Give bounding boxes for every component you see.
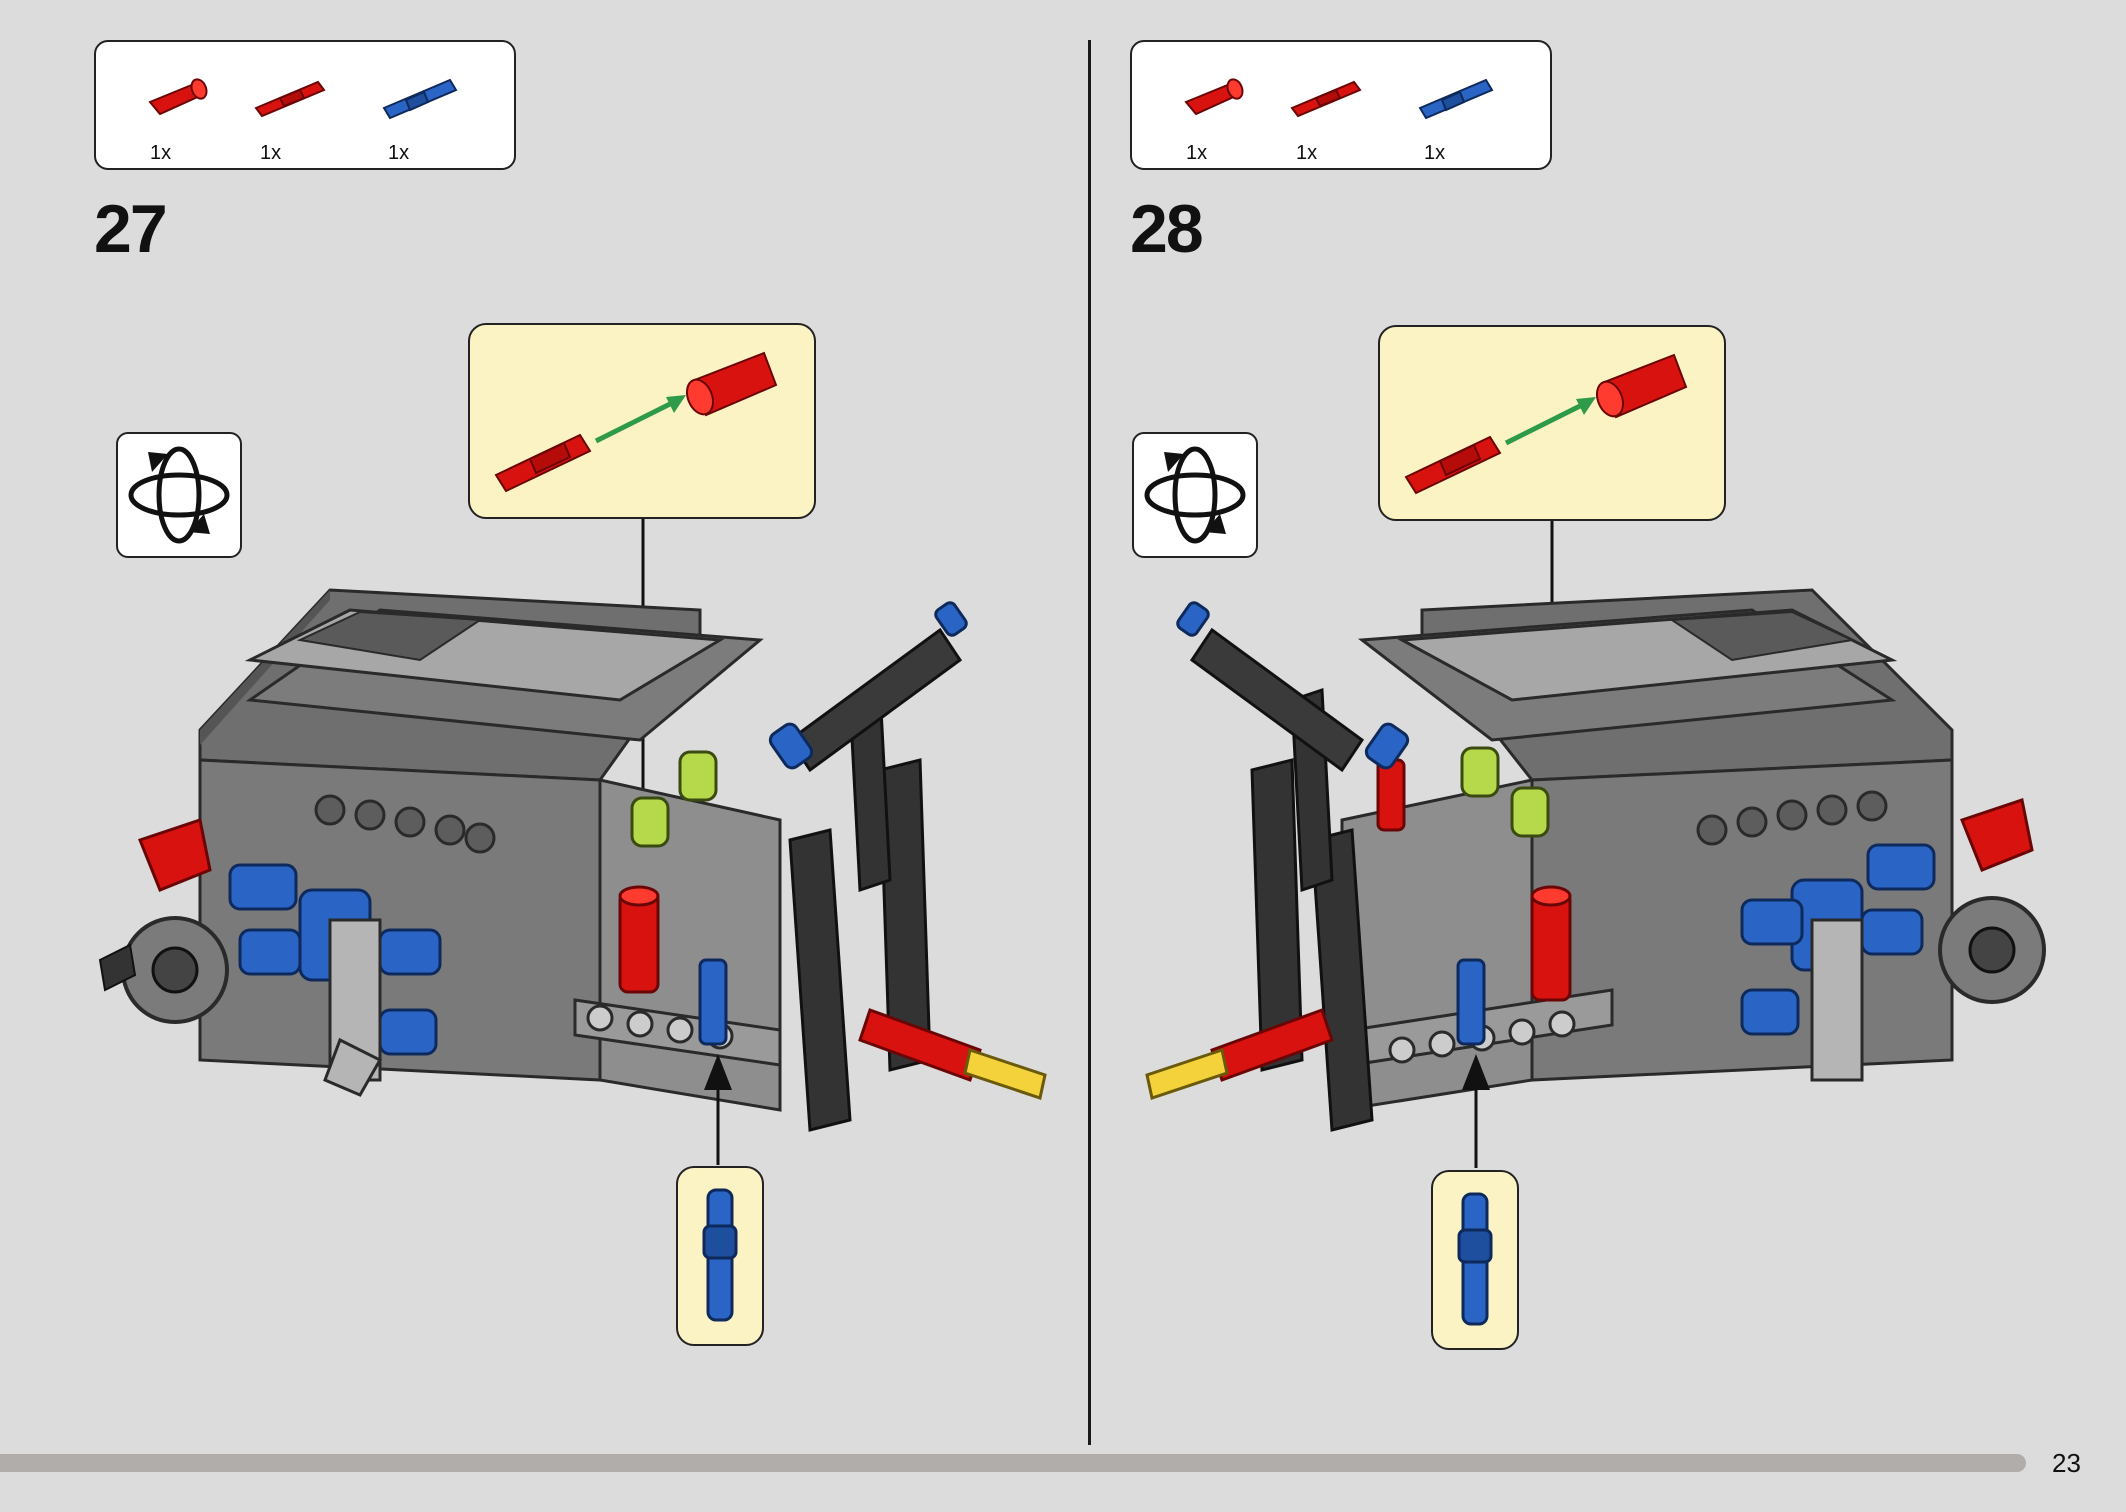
parts-list-step-27: 1x 1x 1x (94, 40, 516, 170)
sub-assembly-callout (1378, 325, 1726, 521)
progress-bar (0, 1454, 2026, 1472)
part-qty: 1x (1296, 142, 1318, 164)
part-red-axle-pin: 1x (1288, 64, 1378, 164)
rotate-icon (128, 446, 230, 544)
page-divider (1088, 40, 1091, 1445)
part-qty: 1x (1424, 142, 1446, 164)
part-callout-blue-pin (1431, 1170, 1519, 1350)
part-red-axle-pin: 1x (252, 64, 342, 164)
model-assembly-step-28 (1145, 521, 2046, 1168)
part-qty: 1x (388, 142, 410, 164)
blue-friction-pin-icon (1457, 1192, 1493, 1326)
parts-list-step-28: 1x 1x 1x (1130, 40, 1552, 170)
part-blue-friction-pin: 1x (1416, 64, 1506, 164)
pin-into-connector-diagram (494, 351, 778, 493)
pin-into-connector-diagram (1404, 353, 1688, 495)
step-number: 28 (1130, 191, 1204, 267)
part-red-axle-connector: 1x (142, 64, 232, 164)
part-qty: 1x (150, 142, 172, 164)
red-axle-connector-icon (148, 78, 208, 116)
rotate-model-box (1132, 432, 1258, 558)
part-blue-friction-pin: 1x (380, 64, 470, 164)
blue-friction-pin-icon (382, 78, 458, 120)
part-qty: 1x (1186, 142, 1208, 164)
sub-assembly-callout (468, 323, 816, 519)
rotate-model-box (116, 432, 242, 558)
red-axle-connector-icon (1184, 78, 1244, 116)
page-number: 23 (2052, 1448, 2081, 1478)
blue-friction-pin-icon (702, 1188, 738, 1322)
model-assembly-step-27 (98, 519, 1047, 1165)
rotate-icon (1144, 446, 1246, 544)
red-axle-pin-icon (254, 80, 326, 118)
part-red-axle-connector: 1x (1178, 64, 1268, 164)
red-axle-pin-icon (1290, 80, 1362, 118)
part-callout-blue-pin (676, 1166, 764, 1346)
blue-friction-pin-icon (1418, 78, 1494, 120)
step-number: 27 (94, 191, 168, 267)
part-qty: 1x (260, 142, 282, 164)
